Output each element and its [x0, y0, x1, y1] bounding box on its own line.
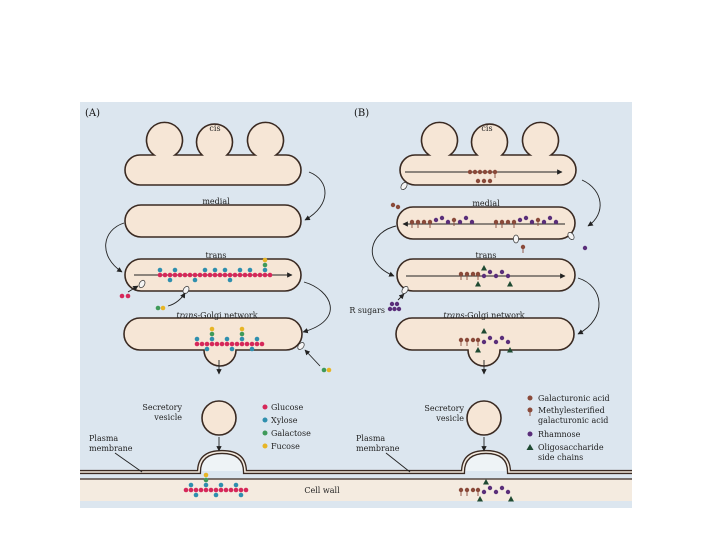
- tgn-suffix-a: -Golgi network: [197, 311, 257, 320]
- fused-vesicle-b: [465, 454, 507, 471]
- legend-b-swatch-1: [527, 407, 533, 416]
- legend-b-label-0: Galacturonic acid: [538, 394, 610, 403]
- legend-b-swatch-0: [527, 395, 533, 401]
- legend-b-label-1b: galacturonic acid: [538, 416, 608, 425]
- plasma-label-a-1: Plasma: [89, 434, 118, 443]
- cis-label-b: cis: [481, 124, 492, 133]
- transporter-medial-bottom-b: [513, 234, 519, 244]
- legend-b-label-1: Methylesterified: [538, 406, 605, 415]
- legend-b-swatch-2: [527, 431, 533, 437]
- legend-b-swatch-1-dot: [527, 407, 533, 413]
- cell-wall-band: [80, 479, 632, 501]
- legend-b-label-2: Rhamnose: [538, 430, 581, 439]
- secretory-vesicle-b: [466, 400, 502, 436]
- arrow-input-tgn-a: [304, 349, 321, 367]
- input-galacturonic-b: [390, 202, 396, 208]
- secretory-label-b-2: vesicle: [435, 414, 464, 423]
- cis-label-a: cis: [209, 124, 220, 133]
- tgn-suffix-b: -Golgi network: [464, 311, 524, 320]
- cis-cisterna-a: [124, 121, 302, 186]
- plasma-label-b-1: Plasma: [356, 434, 385, 443]
- tgn-label-b: trans-Golgi network: [443, 311, 524, 320]
- plasma-label-a-2: membrane: [89, 444, 133, 453]
- legend-b-label-3: Oligosaccharide: [538, 443, 604, 452]
- legend-a-label-1: Xylose: [271, 416, 298, 425]
- medial-label-b: medial: [472, 199, 500, 208]
- secretory-label-b-1: Secretory: [424, 404, 464, 413]
- input-galactose-a-2: [321, 367, 327, 373]
- fused-vesicle-a: [201, 454, 243, 471]
- arrow-trans-tgn-b: [577, 277, 600, 335]
- legend-a-label-3: Fucose: [271, 442, 300, 451]
- transporter-medial-right-b: [567, 232, 575, 240]
- panel-a-tag: (A): [85, 108, 100, 119]
- medial-cisterna-b: [396, 206, 576, 240]
- panel-a: (A) cis medial trans trans-Golgi network…: [85, 108, 332, 498]
- trans-label-b: trans: [475, 251, 496, 260]
- arrow-r-sugars: [397, 293, 405, 301]
- transporter-trans-b: [401, 286, 409, 294]
- tgn-prefix-a: trans: [176, 311, 197, 320]
- plasma-pointer-a: [114, 452, 143, 473]
- trans-cisterna-b: [396, 258, 576, 292]
- arrow-cis-medial-a: [304, 171, 326, 221]
- secretory-vesicle-a: [201, 400, 237, 436]
- input-glucose-a-1: [119, 293, 125, 299]
- cis-cisterna-b: [399, 121, 577, 186]
- tgn-prefix-b: trans: [443, 311, 464, 320]
- panel-b: (B) cis medial trans trans-Golgi network…: [349, 108, 610, 502]
- secretory-label-a-1: Secretory: [142, 403, 182, 412]
- legend-a: Glucose Xylose Galactose Fucose: [262, 403, 311, 451]
- legend-a-swatch-3: [262, 443, 268, 449]
- legend-a-swatch-1: [262, 417, 268, 423]
- secretory-label-a-2: vesicle: [153, 413, 182, 422]
- transporter-tgn-a: [297, 342, 305, 350]
- panel-b-tag: (B): [354, 108, 369, 119]
- input-galactose-a: [155, 305, 161, 311]
- input-glucose-a-2: [125, 293, 131, 299]
- plasma-membrane-inner: [80, 451, 632, 473]
- input-fucose-a-2: [326, 367, 332, 373]
- plasma-label-b-2: membrane: [356, 444, 400, 453]
- arrow-medial-trans-a: [105, 222, 125, 273]
- input-rhamnose-b: [582, 245, 588, 251]
- plasma-pointer-b: [385, 452, 411, 473]
- trans-label-a: trans: [205, 251, 226, 260]
- transporter-trans-left-a: [138, 279, 146, 289]
- input-fucose-a: [160, 305, 166, 311]
- legend-b-label-3b: side chains: [538, 453, 583, 462]
- cell-wall-label: Cell wall: [304, 486, 340, 495]
- medial-cisterna-a: [124, 204, 302, 238]
- transporter-cis-b: [400, 182, 408, 190]
- r-sugars-label: R sugars: [349, 306, 385, 315]
- arrow-input-trans-a: [127, 285, 139, 293]
- legend-a-label-0: Glucose: [271, 403, 304, 412]
- arrow-input-trans-b: [167, 292, 186, 307]
- legend-a-label-2: Galactose: [271, 429, 311, 438]
- tgn-label-a: trans-Golgi network: [176, 311, 257, 320]
- legend-b-swatch-3: [526, 444, 534, 450]
- arrow-trans-tgn-a: [302, 281, 331, 334]
- input-galacturonic-b-2: [395, 204, 401, 210]
- legend-a-swatch-2: [262, 430, 268, 436]
- legend-b: Galacturonic acid Methylesterified galac…: [526, 394, 610, 462]
- medial-label-a: medial: [202, 197, 230, 206]
- arrow-medial-trans-b: [372, 225, 397, 277]
- legend-a-swatch-0: [262, 404, 268, 410]
- arrow-cis-medial-b: [581, 179, 601, 227]
